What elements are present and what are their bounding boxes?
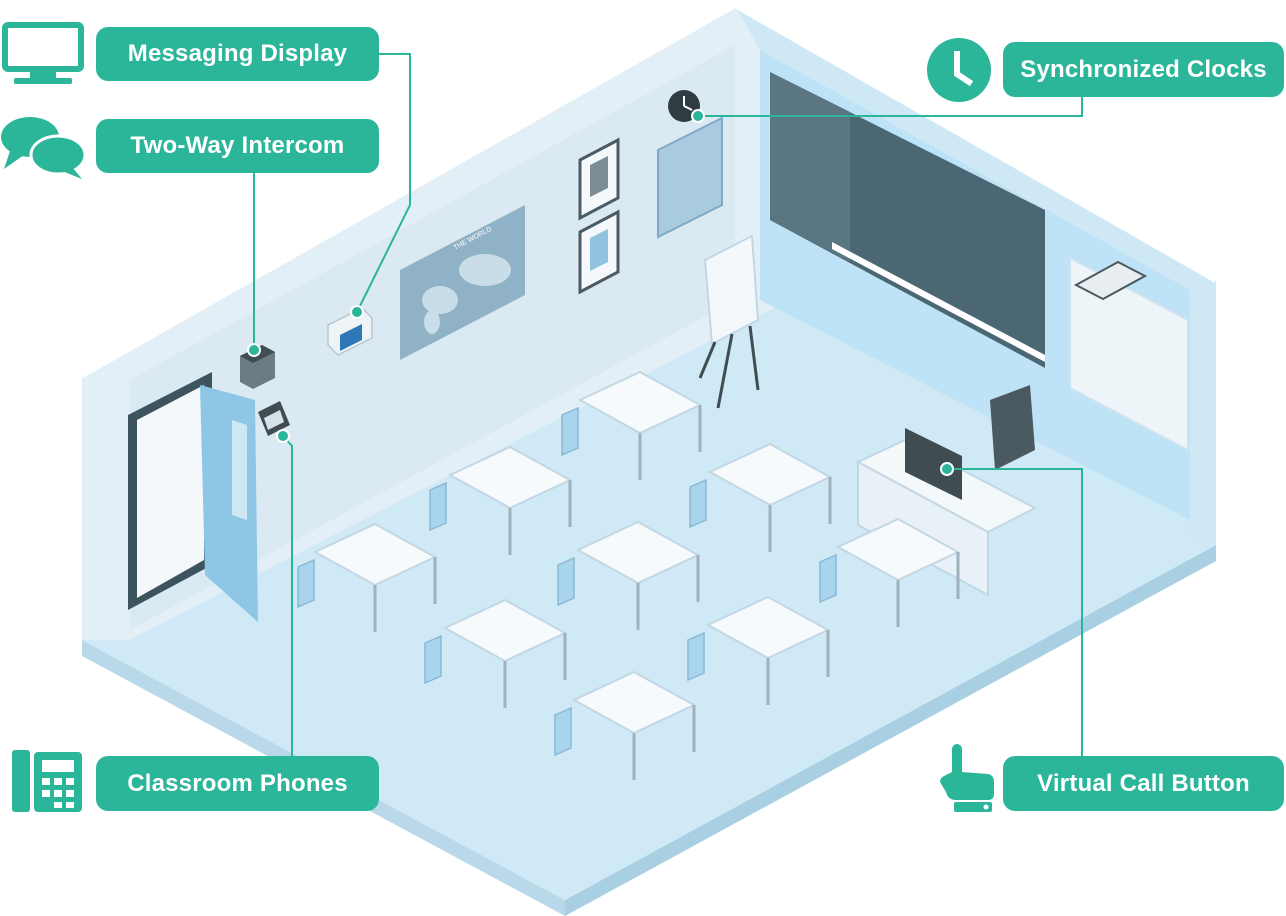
bulletin-board (657, 116, 723, 239)
world-map-continent (422, 286, 458, 314)
office-chair (990, 385, 1035, 470)
two-way-intercom-label: Two-Way Intercom (96, 119, 379, 173)
picture-frame-bottom-art (590, 229, 608, 271)
clock-icon (927, 38, 991, 102)
messaging-display-label: Messaging Display (96, 27, 379, 81)
floor-slab-right (565, 545, 1216, 916)
chair (554, 706, 572, 757)
chalk-tray (832, 242, 1045, 362)
classroom-phones-label: Classroom Phones (96, 756, 379, 811)
connector-synchronized-clocks (698, 97, 1083, 117)
synchronized-clocks-label: Synchronized Clocks (1003, 42, 1284, 97)
monitor (905, 428, 962, 500)
wall-clock-hand (683, 105, 693, 111)
connector-dot (247, 343, 261, 357)
connector-dot (276, 429, 290, 443)
connector-virtual-call-button (947, 468, 1083, 756)
door-window (232, 420, 247, 520)
chair (297, 558, 315, 609)
door-opening (137, 385, 204, 598)
connector-dot (350, 305, 364, 319)
monitor-icon (2, 22, 84, 84)
chair (689, 478, 707, 529)
virtual-call-button-label: Virtual Call Button (1003, 756, 1284, 811)
world-map-continent (459, 254, 511, 286)
messaging-display-screen (340, 324, 362, 351)
wall-top-edge (80, 1, 1218, 378)
connector-dot (940, 462, 954, 476)
chair (429, 481, 447, 532)
connector-messaging-display (356, 53, 411, 313)
easel-leg (698, 341, 717, 379)
chair (557, 556, 575, 607)
desk-legs (373, 405, 960, 780)
chair (561, 406, 579, 457)
speech-bubbles-icon (1, 117, 86, 179)
pointing-hand-icon (940, 744, 994, 812)
easel-leg (716, 333, 734, 409)
chair (819, 553, 837, 604)
picture-frame-top-art (590, 156, 608, 197)
chair (424, 634, 442, 685)
world-map-continent (424, 310, 440, 334)
flipchart (703, 234, 760, 346)
callout-dots (247, 109, 954, 476)
projector-screen (1069, 256, 1189, 452)
projector (1073, 260, 1148, 301)
connector-dot (691, 109, 705, 123)
right-wall (735, 5, 1216, 545)
easel-leg (748, 325, 760, 391)
wall-phone-keypad (264, 410, 284, 430)
desk-phone-icon (12, 750, 82, 812)
blackboard-sheen (770, 72, 850, 262)
student-chairs (297, 406, 837, 757)
teacher-desk-front (857, 460, 989, 597)
chair (687, 631, 705, 682)
